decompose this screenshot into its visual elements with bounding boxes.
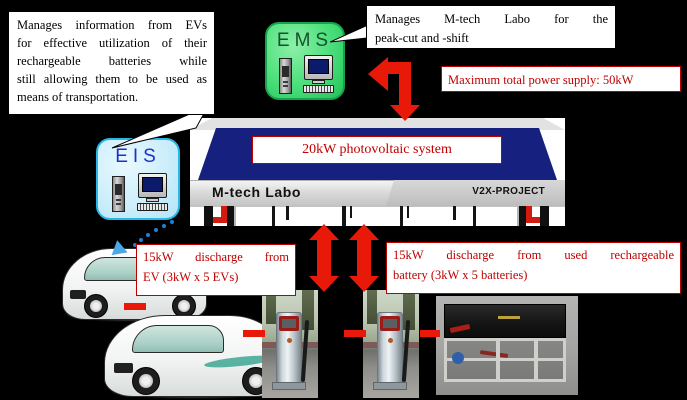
electric-vehicle-photo-bottom	[104, 315, 284, 397]
keyboard-icon	[303, 85, 334, 93]
ev-discharge-line-1: 15kW discharge from	[143, 250, 289, 264]
pv-system-label-box: 20kW photovoltaic system	[252, 136, 502, 164]
used-rechargeable-battery-rack-photo	[436, 296, 578, 395]
connector-line-battery	[420, 330, 440, 337]
monitor-icon	[304, 55, 333, 80]
dot	[170, 220, 174, 224]
dot	[133, 243, 137, 247]
support-pillar	[473, 206, 476, 226]
dot	[146, 233, 150, 237]
ev-charging-station-photo-right	[363, 290, 419, 398]
ev-discharge-line-2: EV (3kW x 5 EVs)	[143, 270, 239, 284]
arrow-head-up	[309, 224, 339, 240]
facade-shade	[386, 180, 565, 206]
car-front-detail	[114, 363, 133, 373]
charger-base	[373, 382, 407, 390]
callout-tail-eis	[111, 104, 210, 149]
charger-indicator	[287, 338, 292, 343]
support-pillar	[350, 206, 352, 218]
arrow-head-left	[368, 57, 388, 91]
dot	[139, 238, 143, 242]
dot	[154, 228, 158, 232]
end-pillar-left	[204, 206, 236, 226]
ems-label: EMS	[276, 30, 334, 51]
support-pillar	[453, 206, 456, 220]
charger-indicator	[388, 338, 393, 343]
eis-description-callout: Manages information from EVs for effecti…	[8, 11, 215, 115]
battery-discharge-label: 15kW discharge from used rechargeable ba…	[386, 242, 681, 294]
tower-pc-icon	[279, 58, 292, 94]
bent-arrow-ems-to-building	[368, 57, 440, 123]
car-front-detail	[70, 290, 86, 299]
ev-charging-station-photo-left	[262, 290, 318, 398]
eis-description-line-1: Manages information from EVs	[17, 18, 207, 32]
building-project-label: V2X-PROJECT	[472, 186, 545, 197]
arrow-head-down	[309, 276, 339, 292]
dotted-arrow-eis-to-ev	[111, 218, 182, 266]
tower-pc-icon	[112, 176, 125, 212]
connector-line-ev	[124, 303, 146, 310]
eis-description-line-3: rechargeable batteries while	[17, 54, 207, 68]
support-pillar	[272, 206, 275, 226]
arrow-shaft	[317, 239, 331, 277]
tree	[367, 290, 377, 324]
eis-label: EIS	[115, 146, 161, 167]
double-headed-arrow-battery	[348, 224, 380, 292]
arrow-head-up	[349, 224, 379, 240]
arrow-shaft	[357, 239, 371, 277]
battery-discharge-line-2: battery (3kW x 5 batteries)	[393, 268, 528, 282]
arrow-head	[111, 240, 131, 260]
m-tech-labo-building: 20kW photovoltaic system M-tech Labo V2X…	[190, 118, 565, 226]
arrow-shaft	[399, 62, 411, 106]
support-pillar	[342, 206, 346, 226]
max-power-supply-label: Maximum total power supply: 50kW	[441, 66, 681, 92]
max-power-supply-text: Maximum total power supply: 50kW	[448, 73, 634, 87]
support-pillar	[286, 206, 289, 220]
keyboard-icon	[137, 203, 168, 211]
car-window	[132, 325, 224, 353]
eis-device-icon[interactable]: EIS	[96, 138, 180, 220]
eis-description-line-4: still allowing them to be used as	[17, 72, 207, 86]
monitor-stand	[312, 80, 325, 84]
connector-line-right-charger	[344, 330, 366, 337]
ems-description-callout: Manages M-tech Labo for the peak-cut and…	[366, 5, 616, 49]
battery-modules	[444, 304, 566, 338]
ems-device-icon[interactable]: EMS	[265, 22, 345, 100]
dot	[162, 224, 166, 228]
battery-connector	[452, 352, 464, 364]
charger-display	[380, 316, 400, 331]
support-pillar	[400, 206, 403, 226]
eis-description-line-5: means of transportation.	[17, 90, 139, 104]
ems-description-line-1: Manages M-tech Labo for the	[375, 12, 608, 26]
battery-discharge-line-1: 15kW discharge from used rechargeable	[393, 248, 674, 262]
arrow-head-down	[349, 276, 379, 292]
roof-deck	[190, 118, 565, 130]
monitor-stand	[146, 198, 159, 202]
pv-system-label: 20kW photovoltaic system	[302, 142, 452, 157]
double-headed-arrow-ev	[308, 224, 340, 292]
battery-label	[498, 316, 520, 319]
car-wheel	[172, 294, 196, 318]
tree	[266, 290, 276, 324]
charger-base	[272, 382, 306, 390]
connector-line-left-charger	[243, 330, 265, 337]
monitor-icon	[138, 173, 167, 198]
eis-description-line-2: for effective utilization of their	[17, 36, 207, 50]
arrow-head-down	[390, 105, 420, 121]
ev-discharge-label: 15kW discharge from EV (3kW x 5 EVs)	[136, 244, 296, 296]
support-pillar	[407, 206, 409, 218]
frame-bar	[444, 358, 566, 361]
car-wheel	[132, 367, 160, 395]
car-wheel	[84, 294, 108, 318]
end-pillar-right	[517, 206, 549, 226]
ems-description-line-2: peak-cut and -shift	[375, 31, 469, 45]
building-name-label: M-tech Labo	[212, 184, 302, 200]
charger-display	[279, 316, 299, 331]
